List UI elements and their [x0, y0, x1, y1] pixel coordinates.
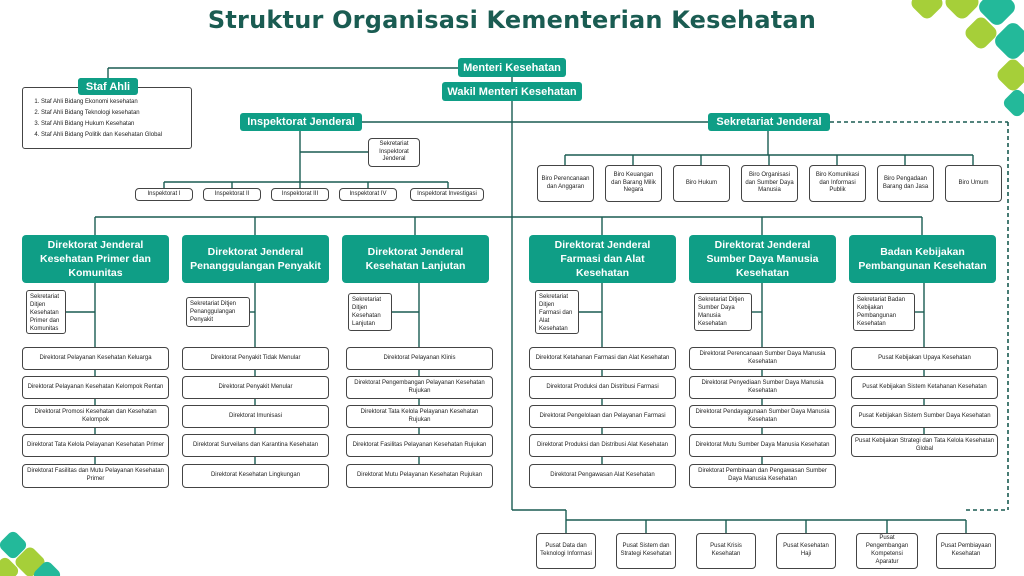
- sekjen-bureau: Biro Komunikasi dan Informasi Publik: [809, 165, 866, 202]
- sekjen-bureau: Biro Hukum: [673, 165, 730, 202]
- directorate-secretariat: Sekretariat Ditjen Sumber Daya Manusia K…: [694, 293, 752, 331]
- directorate-header: Badan Kebijakan Pembangunan Kesehatan: [849, 235, 996, 283]
- itjen-unit: Inspektorat Investigasi: [410, 188, 484, 201]
- pusat-box: Pusat Data dan Teknologi Informasi: [536, 533, 596, 569]
- corner-ornament-icon: [0, 531, 61, 576]
- directorate-secretariat: Sekretariat Ditjen Kesehatan Lanjutan: [348, 293, 392, 331]
- directorate-unit: Direktorat Perencanaan Sumber Daya Manus…: [689, 347, 836, 370]
- itjen-unit: Inspektorat IV: [339, 188, 397, 201]
- directorate-secretariat: Sekretariat Ditjen Penanggulangan Penyak…: [186, 297, 250, 327]
- directorate-unit: Direktorat Ketahanan Farmasi dan Alat Ke…: [529, 347, 676, 370]
- sekjen-bureau: Biro Umum: [945, 165, 1002, 202]
- directorate-unit: Pusat Kebijakan Sistem Ketahanan Kesehat…: [851, 376, 998, 399]
- directorate-unit: Direktorat Surveilans dan Karantina Kese…: [182, 434, 329, 457]
- menteri-box: Menteri Kesehatan: [458, 58, 566, 77]
- itjen-box: Inspektorat Jenderal: [240, 113, 362, 131]
- page-title: Struktur Organisasi Kementerian Kesehata…: [207, 6, 817, 34]
- pusat-box: Pusat Krisis Kesehatan: [696, 533, 756, 569]
- sekjen-bureau: Biro Organisasi dan Sumber Daya Manusia: [741, 165, 798, 202]
- sekjen-box: Sekretariat Jenderal: [708, 113, 830, 131]
- directorate-unit: Pusat Kebijakan Upaya Kesehatan: [851, 347, 998, 370]
- directorate-unit: Direktorat Produksi dan Distribusi Farma…: [529, 376, 676, 399]
- directorate-unit: Direktorat Pelayanan Kesehatan Kelompok …: [22, 376, 169, 399]
- wamen-box: Wakil Menteri Kesehatan: [442, 82, 582, 101]
- directorate-unit: Direktorat Penyakit Tidak Menular: [182, 347, 329, 370]
- directorate-unit: Direktorat Imunisasi: [182, 405, 329, 428]
- directorate-secretariat: Sekretariat Ditjen Kesehatan Primer dan …: [26, 290, 66, 334]
- directorate-secretariat: Sekretariat Badan Kebijakan Pembangunan …: [853, 293, 915, 331]
- itjen-unit: Inspektorat III: [271, 188, 329, 201]
- directorate-header: Direktorat Jenderal Sumber Daya Manusia …: [689, 235, 836, 283]
- directorate-unit: Direktorat Promosi Kesehatan dan Kesehat…: [22, 405, 169, 428]
- itjen-secretariat: Sekretariat Inspektorat Jenderal: [368, 138, 420, 167]
- directorate-unit: Direktorat Penyakit Menular: [182, 376, 329, 399]
- itjen-unit: Inspektorat II: [203, 188, 261, 201]
- directorate-unit: Direktorat Pengembangan Pelayanan Keseha…: [346, 376, 493, 399]
- staf-ahli-list: Staf Ahli Bidang Ekonomi kesehatan Staf …: [22, 87, 192, 149]
- directorate-unit: Direktorat Pembinaan dan Pengawasan Sumb…: [689, 464, 836, 488]
- directorate-unit: Direktorat Tata Kelola Pelayanan Kesehat…: [346, 405, 493, 428]
- sekjen-bureau: Biro Pengadaan Barang dan Jasa: [877, 165, 934, 202]
- pusat-box: Pusat Pembiayaan Kesehatan: [936, 533, 996, 569]
- pusat-box: Pusat Kesehatan Haji: [776, 533, 836, 569]
- staf-ahli-item: Staf Ahli Bidang Hukum Kesehatan: [41, 119, 187, 130]
- directorate-header: Direktorat Jenderal Kesehatan Lanjutan: [342, 235, 489, 283]
- directorate-unit: Pusat Kebijakan Strategi dan Tata Kelola…: [851, 434, 998, 457]
- directorate-unit: Direktorat Pelayanan Kesehatan Keluarga: [22, 347, 169, 370]
- directorate-unit: Direktorat Pengawasan Alat Kesehatan: [529, 464, 676, 488]
- directorate-secretariat: Sekretariat Ditjen Farmasi dan Alat Kese…: [535, 290, 579, 334]
- pusat-box: Pusat Sistem dan Strategi Kesehatan: [616, 533, 676, 569]
- directorate-unit: Direktorat Penyediaan Sumber Daya Manusi…: [689, 376, 836, 399]
- sekjen-bureau: Biro Perencanaan dan Anggaran: [537, 165, 594, 202]
- directorate-header: Direktorat Jenderal Farmasi dan Alat Kes…: [529, 235, 676, 283]
- directorate-unit: Direktorat Mutu Pelayanan Kesehatan Ruju…: [346, 464, 493, 488]
- directorate-unit: Pusat Kebijakan Sistem Sumber Daya Keseh…: [851, 405, 998, 428]
- directorate-unit: Direktorat Tata Kelola Pelayanan Kesehat…: [22, 434, 169, 457]
- staf-ahli-title: Staf Ahli: [78, 78, 138, 95]
- corner-ornament-icon: [911, 0, 1024, 117]
- directorate-unit: Direktorat Fasilitas dan Mutu Pelayanan …: [22, 464, 169, 488]
- directorate-unit: Direktorat Produksi dan Distribusi Alat …: [529, 434, 676, 457]
- staf-ahli-item: Staf Ahli Bidang Ekonomi kesehatan: [41, 97, 187, 108]
- itjen-unit: Inspektorat I: [135, 188, 193, 201]
- staf-ahli-item: Staf Ahli Bidang Teknologi kesehatan: [41, 108, 187, 119]
- directorate-unit: Direktorat Pelayanan Klinis: [346, 347, 493, 370]
- directorate-unit: Direktorat Pendayagunaan Sumber Daya Man…: [689, 405, 836, 428]
- directorate-unit: Direktorat Mutu Sumber Daya Manusia Kese…: [689, 434, 836, 457]
- sekjen-bureau: Biro Keuangan dan Barang Milik Negara: [605, 165, 662, 202]
- staf-ahli-item: Staf Ahli Bidang Politik dan Kesehatan G…: [41, 130, 187, 141]
- directorate-unit: Direktorat Fasilitas Pelayanan Kesehatan…: [346, 434, 493, 457]
- directorate-unit: Direktorat Pengelolaan dan Pelayanan Far…: [529, 405, 676, 428]
- directorate-unit: Direktorat Kesehatan Lingkungan: [182, 464, 329, 488]
- directorate-header: Direktorat Jenderal Penanggulangan Penya…: [182, 235, 329, 283]
- pusat-box: Pusat Pengembangan Kompetensi Aparatur: [856, 533, 918, 569]
- directorate-header: Direktorat Jenderal Kesehatan Primer dan…: [22, 235, 169, 283]
